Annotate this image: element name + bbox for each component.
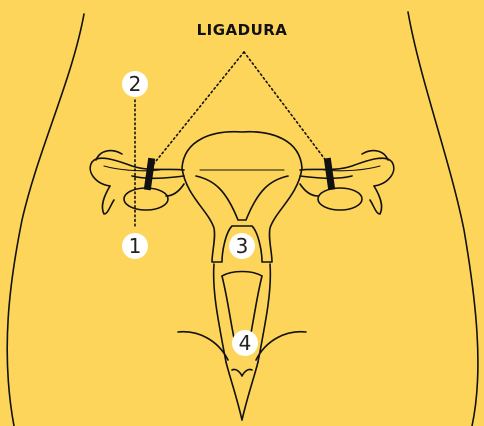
left-fallopian-tube	[90, 158, 184, 186]
uterine-cavity	[196, 176, 288, 220]
marker-2: 2	[122, 71, 148, 97]
vulva-outline	[226, 362, 258, 420]
diagram-title: LIGADURA	[0, 21, 484, 39]
left-ovary	[124, 188, 168, 210]
marker-1: 1	[122, 233, 148, 259]
right-fallopian-tube	[300, 158, 394, 186]
marker-4: 4	[232, 330, 258, 356]
body-right-outline	[408, 12, 478, 426]
leader-line-left	[152, 52, 244, 166]
leader-line-right	[244, 52, 330, 166]
marker-3: 3	[229, 233, 255, 259]
left-ligature-clamp	[144, 158, 155, 191]
body-left-outline	[7, 14, 84, 426]
right-ligature-clamp	[324, 158, 335, 191]
right-ovary	[318, 188, 362, 210]
